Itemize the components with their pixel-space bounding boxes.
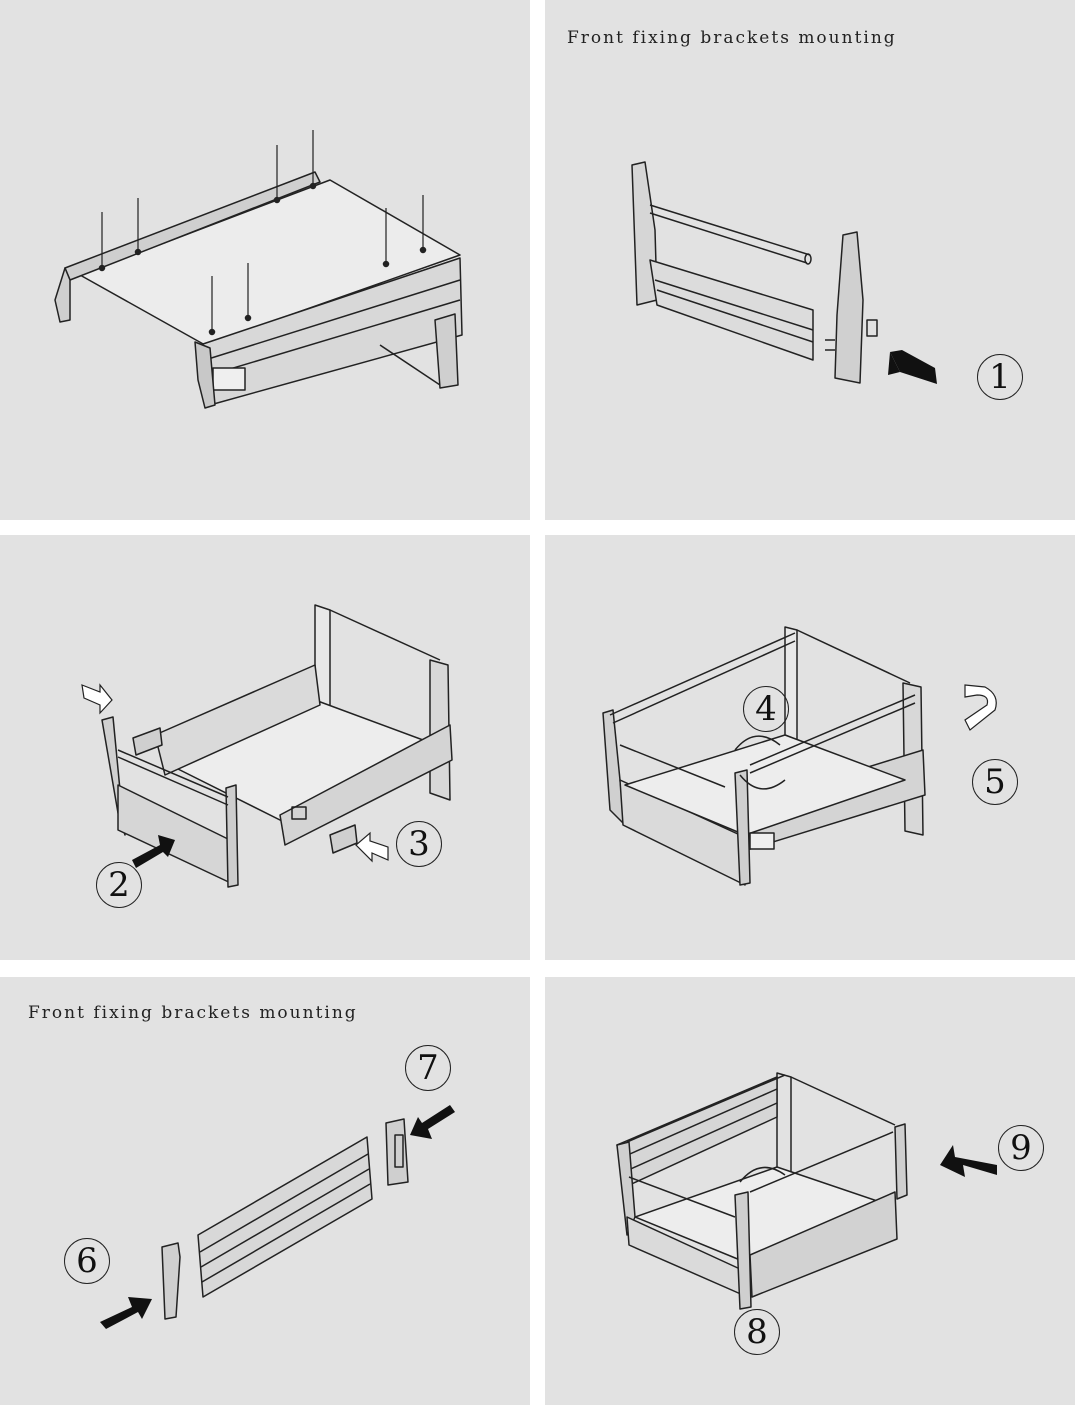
drawer-complete-drawing — [616, 1072, 997, 1310]
panel-front-panel-brackets: Front fixing brackets mounting 6 7 — [0, 977, 530, 1405]
step-8-label: 8 — [734, 1309, 780, 1355]
caption-front-brackets: Front fixing brackets mounting — [567, 28, 897, 48]
step-7-label: 7 — [405, 1045, 451, 1091]
panel-drawer-rods: 4 5 — [545, 535, 1075, 960]
arrow-5 — [964, 684, 997, 731]
step-4-label: 4 — [743, 686, 789, 732]
step-2-label: 2 — [96, 862, 142, 908]
arrow-2 — [132, 835, 175, 868]
step-1-label: 1 — [977, 354, 1023, 400]
step-3-label: 3 — [396, 821, 442, 867]
arrow-outline-left — [81, 683, 113, 715]
front-panel-brackets-drawing — [100, 1105, 455, 1329]
panel-drawer-complete: 8 9 — [545, 977, 1075, 1405]
caption-front-panel-brackets: Front fixing brackets mounting — [28, 1003, 358, 1023]
panel-cabinet-screws — [0, 0, 530, 520]
drawer-rods-drawing — [602, 626, 997, 886]
front-brackets-drawing — [631, 161, 937, 384]
panel-front-brackets: Front fixing brackets mounting 1 — [545, 0, 1075, 520]
drawer-assembly-drawing — [81, 604, 453, 888]
arrow-1 — [890, 350, 937, 384]
cabinet-screws-drawing — [54, 130, 463, 409]
arrow-9 — [940, 1145, 997, 1177]
step-9-label: 9 — [998, 1125, 1044, 1171]
arrow-6 — [100, 1297, 152, 1329]
panel-drawer-assembly: 2 3 — [0, 535, 530, 960]
step-6-label: 6 — [64, 1238, 110, 1284]
arrow-7 — [410, 1105, 455, 1139]
arrow-3 — [355, 831, 389, 863]
step-5-label: 5 — [972, 759, 1018, 805]
